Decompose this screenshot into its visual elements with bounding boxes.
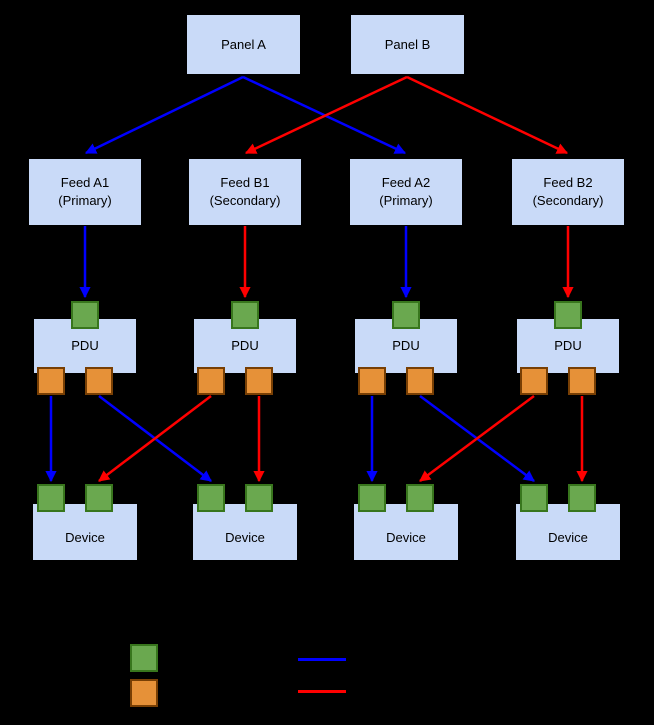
legend-input-port-swatch-icon	[130, 644, 158, 672]
pdu-2-input-port-icon	[231, 301, 259, 329]
feed-b2-name: Feed B2	[543, 175, 593, 190]
feed-b2-qualifier: (Secondary)	[532, 193, 604, 208]
legend-secondary-line-swatch-icon	[298, 690, 346, 693]
device-3-label: Device	[386, 530, 426, 545]
arrow-panel-a-to-feed-a1	[84, 75, 244, 155]
panel-a-label: Panel A	[221, 36, 266, 52]
feed-a2-qualifier: (Primary)	[379, 193, 433, 208]
pdu-1-input-port-icon	[71, 301, 99, 329]
pdu-4-label: PDU	[554, 338, 582, 353]
pdu-1-node: PDU	[33, 318, 137, 374]
feed-b1-name: Feed B1	[220, 175, 270, 190]
feed-b1-qualifier: (Secondary)	[209, 193, 281, 208]
pdu-4-input-port-icon	[554, 301, 582, 329]
pdu-3-output-port-left-icon	[358, 367, 386, 395]
feed-a2-node: Feed A2 (Primary)	[349, 158, 463, 226]
feed-b2-node: Feed B2 (Secondary)	[511, 158, 625, 226]
arrow-panel-a-to-feed-a2	[242, 75, 407, 155]
pdu-1-output-port-right-icon	[85, 367, 113, 395]
feed-a2-name: Feed A2	[381, 175, 431, 190]
arrow-pdu3-to-device4	[419, 394, 535, 483]
device-1-input-port-right-icon	[85, 484, 113, 512]
device-1-node: Device	[32, 503, 138, 561]
device-4-input-port-right-icon	[568, 484, 596, 512]
pdu-2-output-port-right-icon	[245, 367, 273, 395]
pdu-2-label: PDU	[231, 338, 259, 353]
device-1-input-port-left-icon	[37, 484, 65, 512]
pdu-1-label: PDU	[71, 338, 99, 353]
pdu-1-output-port-left-icon	[37, 367, 65, 395]
panel-b-label: Panel B	[384, 36, 431, 52]
arrow-panel-b-to-feed-b2	[406, 75, 569, 155]
device-2-node: Device	[192, 503, 298, 561]
feed-a1-qualifier: (Primary)	[58, 193, 112, 208]
panel-b-node: Panel B	[350, 14, 465, 75]
device-3-input-port-right-icon	[406, 484, 434, 512]
arrow-panel-b-to-feed-b1	[244, 75, 408, 155]
pdu-3-input-port-icon	[392, 301, 420, 329]
legend-primary-line-swatch-icon	[298, 658, 346, 661]
arrow-pdu1-to-device2	[98, 395, 212, 482]
legend-output-port-swatch-icon	[130, 679, 158, 707]
pdu-4-output-port-left-icon	[520, 367, 548, 395]
device-4-input-port-left-icon	[520, 484, 548, 512]
device-3-input-port-left-icon	[358, 484, 386, 512]
device-2-label: Device	[225, 530, 265, 545]
feed-b1-node: Feed B1 (Secondary)	[188, 158, 302, 226]
pdu-2-output-port-left-icon	[197, 367, 225, 395]
panel-a-node: Panel A	[186, 14, 301, 75]
pdu-3-label: PDU	[392, 338, 420, 353]
device-2-input-port-left-icon	[197, 484, 225, 512]
arrow-pdu4-to-device3	[419, 394, 535, 483]
device-2-input-port-right-icon	[245, 484, 273, 512]
device-4-label: Device	[548, 530, 588, 545]
feed-a1-name: Feed A1	[60, 175, 110, 190]
arrow-pdu2-to-device1	[98, 395, 212, 482]
pdu-4-output-port-right-icon	[568, 367, 596, 395]
device-3-node: Device	[353, 503, 459, 561]
device-1-label: Device	[65, 530, 105, 545]
pdu-3-output-port-right-icon	[406, 367, 434, 395]
feed-a1-node: Feed A1 (Primary)	[28, 158, 142, 226]
